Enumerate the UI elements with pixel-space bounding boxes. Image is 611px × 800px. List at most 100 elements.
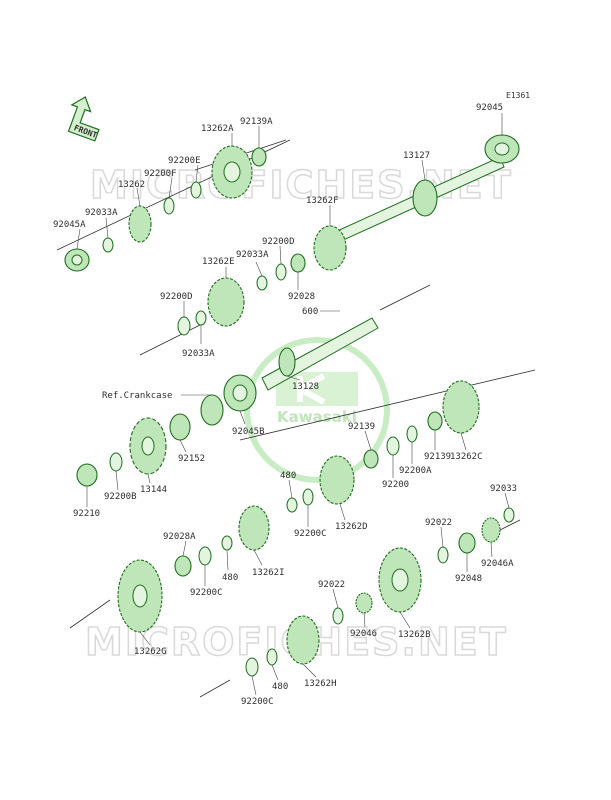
kawasaki-logo: Kawasaki xyxy=(244,337,390,483)
washer-92200A xyxy=(406,425,418,443)
gear-13262I xyxy=(238,505,270,551)
front-arrow-icon: FRONT xyxy=(67,96,100,142)
bearing-92045A xyxy=(64,248,90,272)
label-92200C-2[interactable]: 92200C xyxy=(190,588,223,598)
label-92210[interactable]: 92210 xyxy=(73,509,100,519)
collar-92152 xyxy=(169,413,191,441)
label-13262[interactable]: 13262 xyxy=(118,180,145,190)
part-labels: 92045 13127 13262A 92139A 92200E 92200F … xyxy=(53,103,517,707)
label-480-1[interactable]: 480 xyxy=(280,471,296,481)
label-92033A-1[interactable]: 92033A xyxy=(85,208,118,218)
bushing-92139 xyxy=(363,449,379,469)
label-92200F[interactable]: 92200F xyxy=(144,169,177,179)
label-92028[interactable]: 92028 xyxy=(288,292,315,302)
bearing-92045 xyxy=(484,134,520,164)
label-480-3[interactable]: 480 xyxy=(272,682,288,692)
nut-92210 xyxy=(76,463,98,487)
label-92046[interactable]: 92046 xyxy=(350,629,377,639)
bearing-92045B xyxy=(223,374,257,412)
label-92200E[interactable]: 92200E xyxy=(168,156,201,166)
circlip-92033 xyxy=(503,507,515,523)
label-92045[interactable]: 92045 xyxy=(476,103,503,113)
label-600[interactable]: 600 xyxy=(302,307,318,317)
label-92022-2[interactable]: 92022 xyxy=(318,580,345,590)
label-92200[interactable]: 92200 xyxy=(382,480,409,490)
gear-13262C xyxy=(442,380,480,434)
label-13262H[interactable]: 13262H xyxy=(304,679,337,689)
label-13262E[interactable]: 13262E xyxy=(202,257,235,267)
circlip-480-2 xyxy=(221,535,233,551)
gear-13262H xyxy=(286,615,320,665)
logo-text: Kawasaki xyxy=(277,408,357,426)
label-ref-crankcase[interactable]: Ref.Crankcase xyxy=(102,391,172,401)
washer-92200C-2 xyxy=(198,546,212,566)
gear-13262E xyxy=(207,277,245,327)
label-13262G[interactable]: 13262G xyxy=(134,647,167,657)
label-92028A[interactable]: 92028A xyxy=(163,532,196,542)
washer-92200C-3 xyxy=(245,657,259,677)
washer-92200D-2 xyxy=(177,316,191,336)
label-92046A[interactable]: 92046A xyxy=(481,559,514,569)
label-13262D[interactable]: 13262D xyxy=(335,522,368,532)
label-13262A[interactable]: 13262A xyxy=(201,124,234,134)
label-92033[interactable]: 92033 xyxy=(490,484,517,494)
label-92200B[interactable]: 92200B xyxy=(104,492,137,502)
washer-92022-1 xyxy=(437,546,449,564)
gear-13262F xyxy=(313,225,347,271)
collar-92028 xyxy=(290,253,306,273)
circlip-480-1 xyxy=(286,497,298,513)
label-13144[interactable]: 13144 xyxy=(140,485,167,495)
gear-13262A xyxy=(211,145,253,199)
gear-13262G xyxy=(117,559,163,633)
label-92139-2[interactable]: 92139 xyxy=(424,452,451,462)
label-13262B[interactable]: 13262B xyxy=(398,630,431,640)
label-13262I[interactable]: 13262I xyxy=(252,568,285,578)
washer-92200 xyxy=(386,436,400,456)
leader-lines xyxy=(76,113,510,696)
label-92045A[interactable]: 92045A xyxy=(53,220,86,230)
bushing-92139-2 xyxy=(427,411,443,431)
label-92200D-2[interactable]: 92200D xyxy=(160,292,193,302)
label-480-2[interactable]: 480 xyxy=(222,573,238,583)
label-92033A-3[interactable]: 92033A xyxy=(182,349,215,359)
bearing-92046 xyxy=(355,592,373,614)
label-13262C[interactable]: 13262C xyxy=(450,452,483,462)
washer-92022-2 xyxy=(332,607,344,625)
washer-92200B xyxy=(109,452,123,472)
diagram-code: E1361 xyxy=(506,91,530,100)
label-92200D-1[interactable]: 92200D xyxy=(262,237,295,247)
bushing-92139A xyxy=(251,147,267,167)
label-92200C-3[interactable]: 92200C xyxy=(241,697,274,707)
gear-13262B xyxy=(378,547,422,613)
label-13127[interactable]: 13127 xyxy=(403,151,430,161)
label-92200C-1[interactable]: 92200C xyxy=(294,529,327,539)
label-13128[interactable]: 13128 xyxy=(292,382,319,392)
label-92152[interactable]: 92152 xyxy=(178,454,205,464)
sprocket-13144 xyxy=(129,417,167,475)
label-92048[interactable]: 92048 xyxy=(455,574,482,584)
label-13262F[interactable]: 13262F xyxy=(306,196,339,206)
washer-92200E xyxy=(190,181,202,199)
label-92045B[interactable]: 92045B xyxy=(232,427,265,437)
label-92033A-2[interactable]: 92033A xyxy=(236,250,269,260)
label-92139A[interactable]: 92139A xyxy=(240,117,273,127)
washer-92200C-1 xyxy=(302,488,314,506)
collar-92048 xyxy=(458,532,476,554)
label-92022-1[interactable]: 92022 xyxy=(425,518,452,528)
gear-13262 xyxy=(128,205,152,243)
shaft-13128 xyxy=(261,317,379,391)
label-92139[interactable]: 92139 xyxy=(348,422,375,432)
bearing-92046A xyxy=(481,517,501,543)
collar-92028A xyxy=(174,555,192,577)
oil-seal-92045B xyxy=(200,394,224,426)
circlip-92033A xyxy=(102,237,114,253)
circlip-92033A-3 xyxy=(195,310,207,326)
gear-13262D xyxy=(319,455,355,505)
label-92200A[interactable]: 92200A xyxy=(399,466,432,476)
washer-92200D-1 xyxy=(275,263,287,281)
washer-92200F xyxy=(163,197,175,215)
circlip-480-3 xyxy=(266,648,278,666)
circlip-92033A-2 xyxy=(256,275,268,291)
